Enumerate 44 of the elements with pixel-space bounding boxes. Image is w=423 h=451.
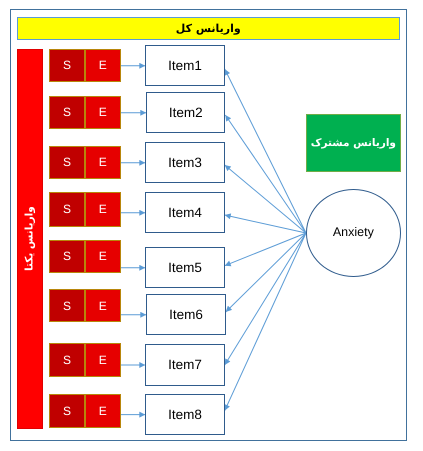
letter-box: E (85, 394, 120, 428)
letter-box: E (85, 146, 120, 180)
label-box: واریانس مشترک (306, 114, 401, 172)
letter-box: S (49, 192, 85, 227)
item-box: Item1 (145, 45, 225, 86)
arrow (224, 232, 306, 412)
letter-box: E (85, 192, 120, 227)
arrow (120, 62, 146, 69)
arrow (120, 264, 146, 271)
item-box: Item7 (145, 344, 225, 386)
item-box: Item5 (145, 247, 225, 288)
item-box: Item8 (145, 394, 225, 435)
letter-box: S (49, 49, 85, 82)
factor-ellipse: Anxiety (306, 189, 401, 277)
letter-box: E (85, 96, 120, 130)
arrow (224, 164, 306, 234)
arrow (224, 213, 306, 234)
letter-box: E (85, 240, 120, 274)
letter-box: E (85, 49, 120, 82)
arrow (225, 232, 306, 312)
letter-box: S (49, 96, 85, 130)
arrow (224, 114, 306, 234)
arrow (224, 232, 306, 366)
letter-box: S (49, 343, 85, 378)
letter-box: S (49, 289, 85, 322)
item-box: Item6 (146, 294, 226, 336)
item-box: Item3 (145, 142, 225, 184)
vertical-bar: واریانس یکتا (16, 49, 42, 429)
item-box: Item2 (146, 92, 226, 134)
arrow (120, 362, 146, 368)
arrow (224, 232, 306, 266)
arrow (120, 312, 147, 318)
letter-box: S (49, 394, 85, 428)
letter-box: E (85, 343, 120, 378)
letter-box: S (49, 146, 85, 180)
arrow (120, 160, 146, 166)
arrow (224, 68, 306, 234)
letter-box: E (85, 289, 120, 322)
arrow (120, 110, 147, 116)
arrow (120, 210, 146, 216)
arrow (120, 412, 146, 418)
letter-box: S (49, 240, 85, 274)
header-box: واریانس کل (16, 17, 400, 40)
item-box: Item4 (145, 192, 225, 234)
